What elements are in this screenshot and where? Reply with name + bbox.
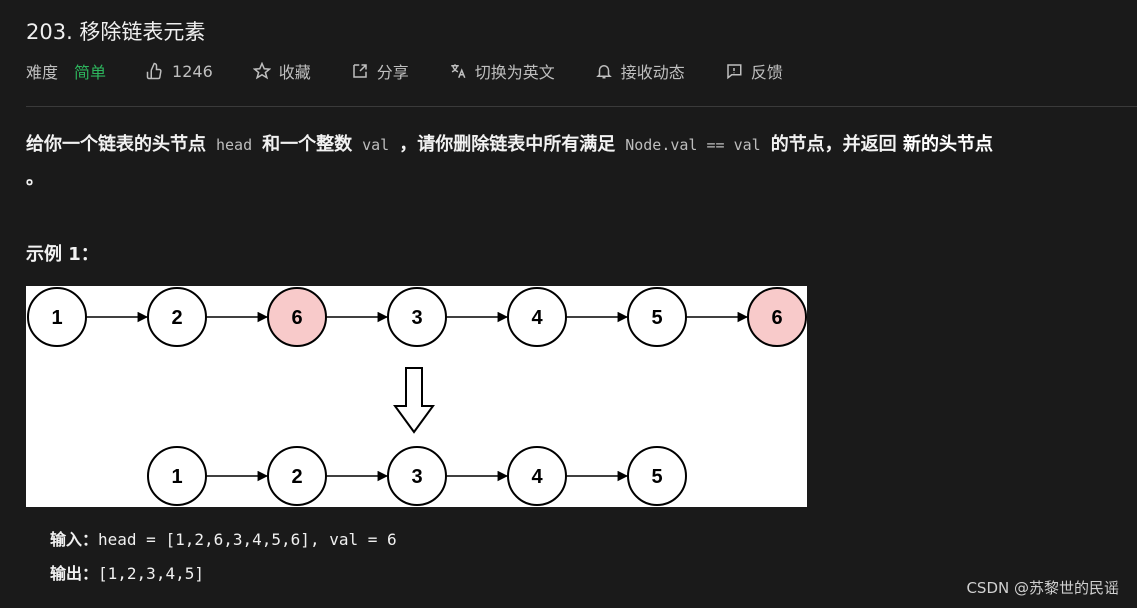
watermark: CSDN @苏黎世的民谣 <box>966 579 1119 597</box>
list-node <box>387 287 447 347</box>
output-label: 输出： <box>50 564 99 583</box>
list-node <box>627 446 687 506</box>
subscribe-button[interactable]: 接收动态 <box>595 59 685 83</box>
star-icon <box>252 62 271 80</box>
problem-title: 203. 移除链表元素 <box>26 20 206 44</box>
feedback-icon <box>727 64 742 80</box>
list-node-value: 2 <box>171 307 182 329</box>
difficulty: 难度 简单 <box>26 59 106 83</box>
transform-down-arrow <box>393 367 435 434</box>
list-node <box>627 287 687 347</box>
list-node-value: 1 <box>51 307 62 329</box>
inline-code-head: head <box>216 136 253 154</box>
desc-text-4: 的节点，并返回 <box>770 134 897 155</box>
like-count: 1246 <box>172 61 213 81</box>
desc-text-1: 给你一个链表的头节点 <box>26 134 206 155</box>
subscribe-label: 接收动态 <box>620 63 685 82</box>
desc-text-2: 和一个整数 <box>262 134 353 155</box>
feedback-label: 反馈 <box>750 63 783 82</box>
example-input: 输入：head = [1,2,6,3,4,5,6], val = 6 <box>50 526 397 550</box>
divider <box>26 106 1137 107</box>
list-node-value: 4 <box>531 466 543 488</box>
feedback-button[interactable]: 反馈 <box>725 59 783 83</box>
share-button[interactable]: 分享 <box>351 59 409 83</box>
desc-text-3: ，请你删除链表中所有满足 <box>399 134 616 155</box>
difficulty-label: 难度 <box>26 63 59 82</box>
translate-label: 切换为英文 <box>474 63 555 82</box>
share-icon <box>353 64 367 78</box>
list-node <box>747 287 807 347</box>
favorite-label: 收藏 <box>278 63 311 82</box>
share-label: 分享 <box>376 63 409 82</box>
list-node <box>387 446 447 506</box>
inline-code-val: val <box>362 136 390 154</box>
list-node-value: 6 <box>771 307 782 329</box>
list-node-value: 6 <box>291 307 302 329</box>
translate-icon <box>451 64 466 79</box>
list-node <box>267 287 327 347</box>
difficulty-badge: 简单 <box>74 63 107 82</box>
translate-button[interactable]: 切换为英文 <box>449 59 555 83</box>
list-node-value: 5 <box>651 307 662 329</box>
problem-meta-bar: 难度 简单 1246 收藏 分享 切换为英文 接收动态 反馈 <box>26 58 823 84</box>
desc-period: 。 <box>26 168 44 189</box>
list-node-value: 3 <box>411 307 422 329</box>
list-node-value: 1 <box>171 466 182 488</box>
list-before: 1 2 6 3 4 5 6 <box>27 287 807 347</box>
inline-code-condition: Node.val == val <box>625 136 761 154</box>
list-after: 1 2 3 4 5 <box>147 446 687 506</box>
list-node-value: 4 <box>531 307 543 329</box>
linked-list-diagram: 1 2 6 3 4 5 6 1 2 3 4 5 <box>26 286 807 507</box>
problem-description: 给你一个链表的头节点 head 和一个整数 val ，请你删除链表中所有满足 Node.v… <box>26 128 1126 196</box>
list-node <box>27 287 87 347</box>
bell-icon <box>595 65 612 79</box>
output-value: [1,2,3,4,5] <box>98 564 204 583</box>
example-title: 示例 1： <box>26 244 99 265</box>
like-button[interactable]: 1246 <box>146 62 213 81</box>
input-value: head = [1,2,6,3,4,5,6], val = 6 <box>98 530 397 549</box>
list-node <box>147 446 207 506</box>
list-node <box>267 446 327 506</box>
favorite-button[interactable]: 收藏 <box>252 59 311 83</box>
thumbs-up-icon <box>146 62 162 80</box>
desc-emphasis: 新的头节点 <box>902 134 993 155</box>
list-node <box>147 287 207 347</box>
list-node-value: 5 <box>651 466 662 488</box>
example-output: 输出：[1,2,3,4,5] <box>50 560 204 584</box>
list-node-value: 2 <box>291 466 302 488</box>
list-node <box>507 446 567 506</box>
list-node <box>507 287 567 347</box>
input-label: 输入： <box>50 530 99 549</box>
list-node-value: 3 <box>411 466 422 488</box>
